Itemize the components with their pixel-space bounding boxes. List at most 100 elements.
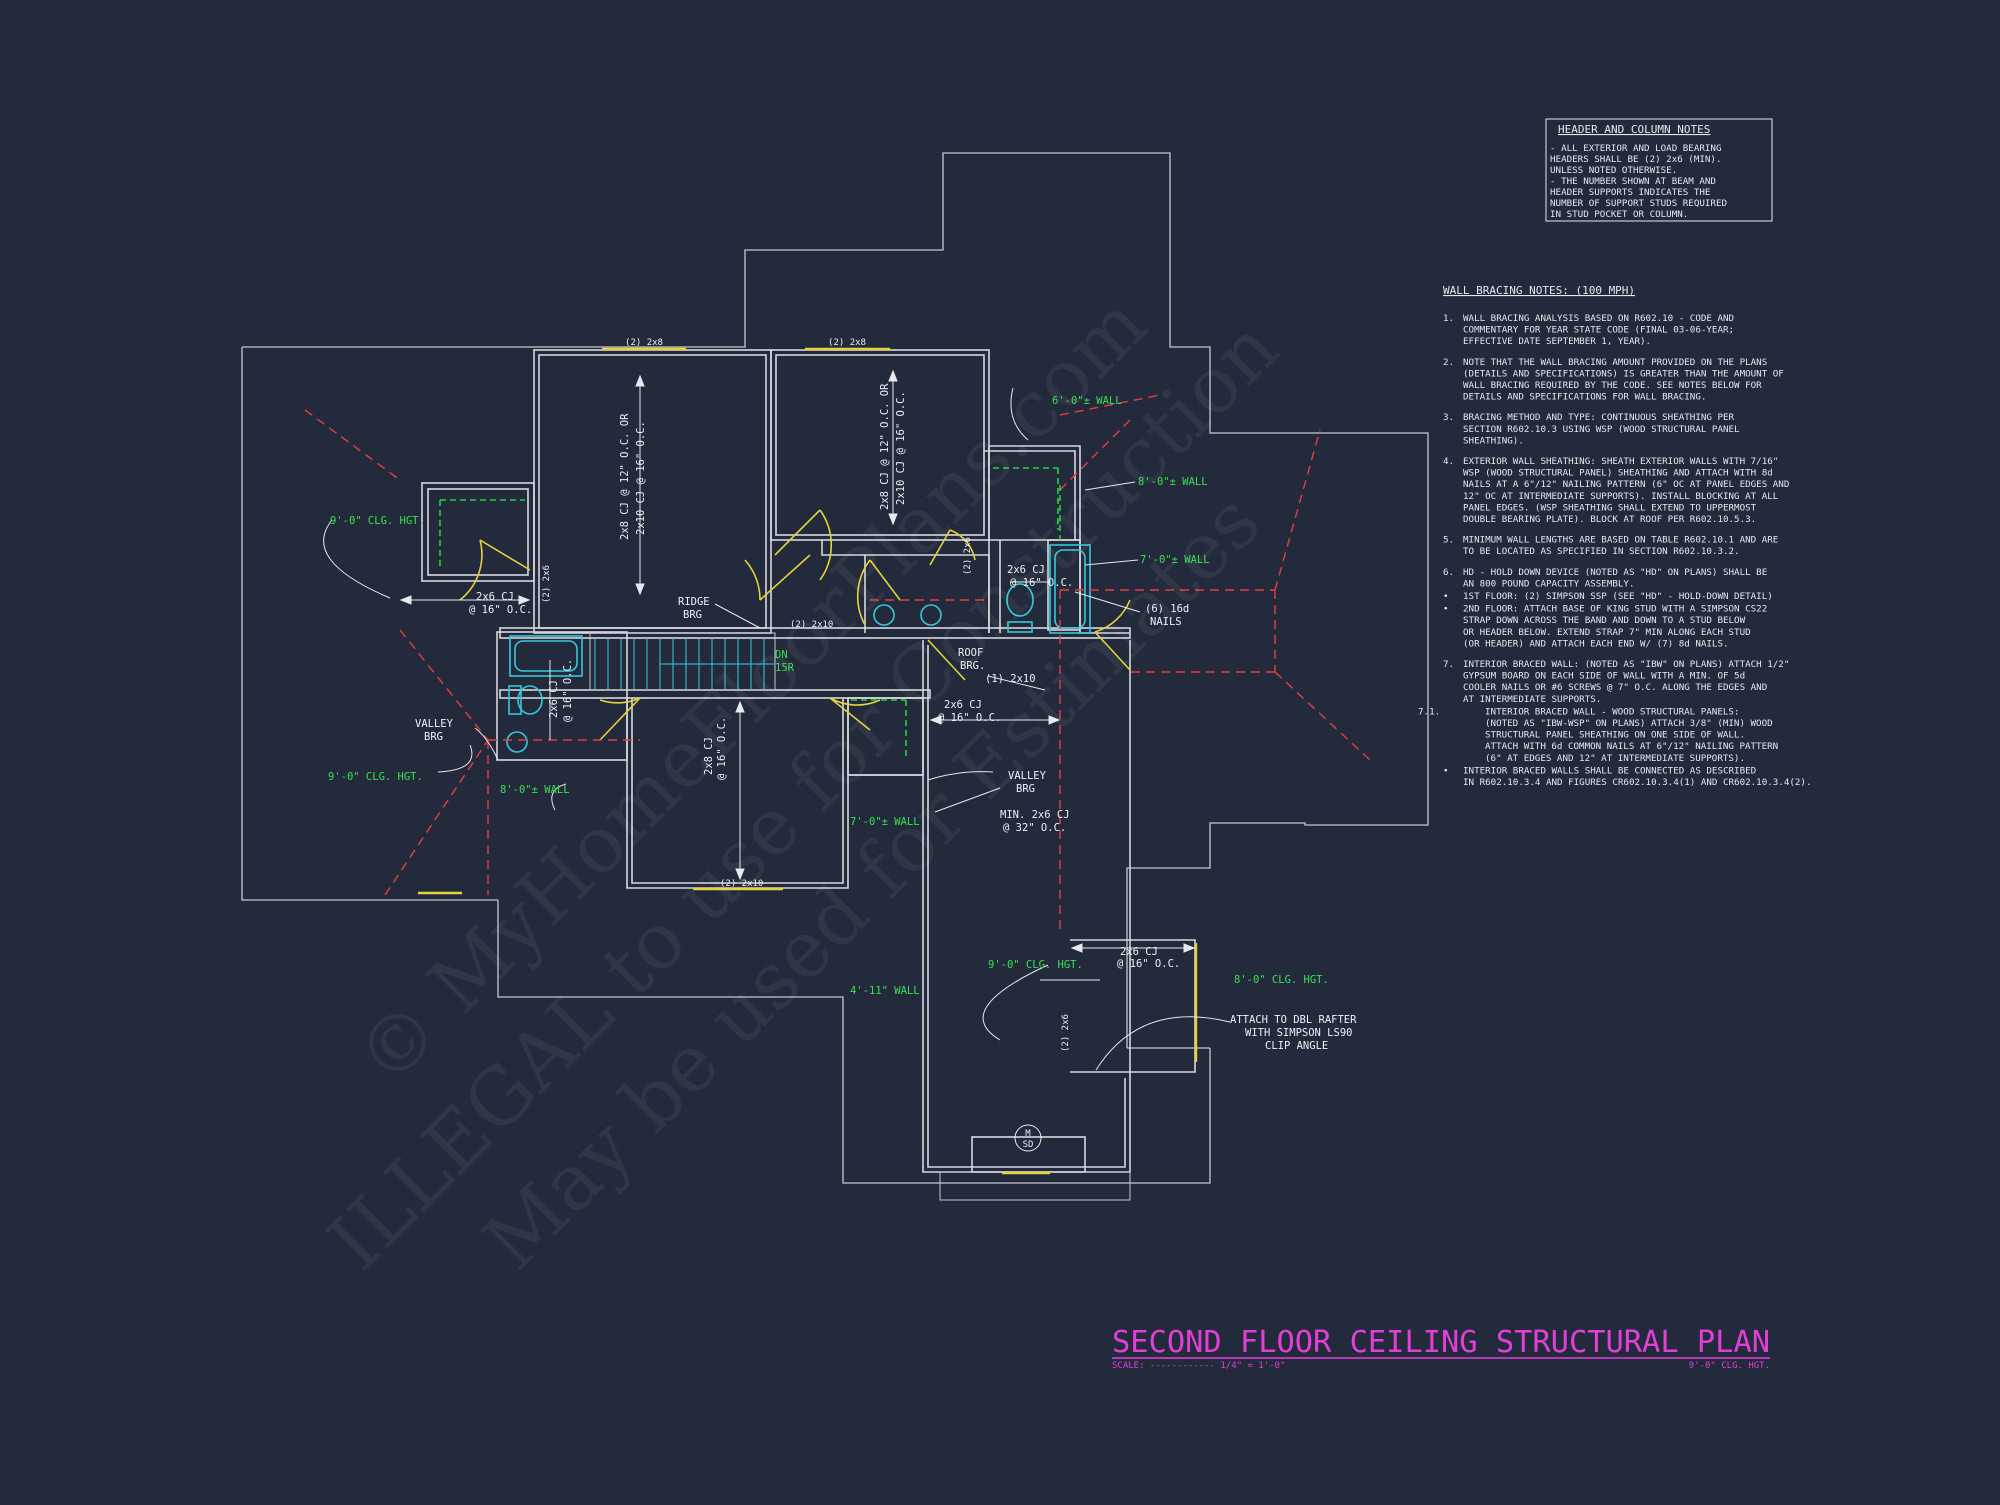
beam-2-2x6-c: (2) 2x6 xyxy=(1061,1014,1071,1052)
joist-2x8-lower-bed-2: @ 16" O.C. xyxy=(716,717,728,780)
bracing-note-line: STRUCTURAL PANEL SHEATHING ON ONE SIDE O… xyxy=(1485,730,1745,741)
header-label-a: (2) 2x8 xyxy=(625,338,663,348)
wall-4ft-label: 4'-11" WALL xyxy=(850,985,920,997)
joist-2x6-left-bath: 2x6 CJ xyxy=(548,680,560,718)
bracing-note-number: • xyxy=(1443,604,1449,615)
fixtures xyxy=(506,544,1091,753)
bracing-note-line: AN 800 POUND CAPACITY ASSEMBLY. xyxy=(1463,578,1634,589)
header-label-b: (2) 2x8 xyxy=(828,338,866,348)
roof-outline xyxy=(241,152,1429,1184)
bracing-note-line: HD - HOLD DOWN DEVICE (NOTED AS "HD" ON … xyxy=(1463,567,1767,578)
bracing-note-line: (6" AT EDGES AND 12" AT INTERMEDIATE SUP… xyxy=(1485,753,1745,764)
ceiling-height-lower-left: 9'-0" CLG. HGT. xyxy=(328,771,423,783)
roof-bearing-label: ROOF xyxy=(958,647,983,659)
joist-2x6-bath-right-2: @ 16" O.C. xyxy=(1010,577,1073,589)
ridge-lines xyxy=(304,394,1371,930)
valley-bearing-label-left-2: BRG xyxy=(424,731,443,743)
bracing-note-number: 6. xyxy=(1443,567,1454,578)
bracing-note-number: • xyxy=(1443,765,1449,776)
bracing-note-line: ATTACH WITH 6d COMMON NAILS AT 6"/12" NA… xyxy=(1485,741,1778,752)
bracing-note-line: IN R602.10.3.4 AND FIGURES CR602.10.3.4(… xyxy=(1463,777,1811,788)
header-note-line: UNLESS NOTED OTHERWISE. xyxy=(1550,165,1677,176)
joist-2x6-closet-2: @ 16" O.C. xyxy=(469,604,532,616)
ceiling-height-bath: 8'-0" CLG. HGT. xyxy=(1234,974,1329,986)
plan-title: SECOND FLOOR CEILING STRUCTURAL PLAN xyxy=(1112,1325,1770,1360)
nails-label: (6) 16d xyxy=(1145,603,1189,615)
stair-down-label: DN xyxy=(775,649,788,661)
joist-span-arrows xyxy=(399,369,1196,953)
bracing-note-line: NOTE THAT THE WALL BRACING AMOUNT PROVID… xyxy=(1463,357,1767,368)
stair-treads xyxy=(594,638,775,690)
plan-labels: (2) 2x8 (2) 2x8 2x8 CJ @ 12" O.C. OR 2x1… xyxy=(328,338,1357,1152)
nails-label-2: NAILS xyxy=(1150,616,1182,628)
valley-bearing-label-right: VALLEY xyxy=(1008,770,1047,782)
bracing-note-number: 7. xyxy=(1443,659,1454,670)
bracing-note-line: (OR HEADER) AND ATTACH EACH END W/ (7) 8… xyxy=(1463,638,1729,649)
bracing-note-line: (DETAILS AND SPECIFICATIONS) IS GREATER … xyxy=(1463,368,1784,379)
attach-note: ATTACH TO DBL RAFTER xyxy=(1230,1014,1357,1026)
smoke-detector-icon xyxy=(1014,1124,1042,1152)
bracing-note-line: AT INTERMEDIATE SUPPORTS. xyxy=(1463,694,1601,705)
smoke-detector-label-2: SD xyxy=(1023,1140,1034,1150)
wall-7ft-label-b: 7'-0"± WALL xyxy=(850,816,920,828)
bracing-note-line: GYPSUM BOARD ON EACH SIDE OF WALL WITH A… xyxy=(1463,671,1745,682)
bracing-note-line: COOLER NAILS OR #6 SCREWS @ 7" O.C. ALON… xyxy=(1463,682,1767,693)
joist-2x6-hall: 2x6 CJ xyxy=(944,699,982,711)
joist-2x6-bath-right: 2x6 CJ xyxy=(1007,564,1045,576)
bracing-note-line: DOUBLE BEARING PLATE). BLOCK AT ROOF PER… xyxy=(1463,514,1756,525)
bracing-note-line: EFFECTIVE DATE SEPTEMBER 1, YEAR). xyxy=(1463,336,1651,347)
header-note-line: NUMBER OF SUPPORT STUDS REQUIRED xyxy=(1550,198,1727,209)
ceiling-height-master: 9'-0" CLG. HGT. xyxy=(988,959,1083,971)
bracing-note-line: INTERIOR BRACED WALL: (NOTED AS "IBW" ON… xyxy=(1463,659,1789,670)
joist-label-bed-a: 2x8 CJ @ 12" O.C. OR xyxy=(619,413,631,540)
joist-2x6-left-bath-2: @ 16" O.C. xyxy=(562,659,574,722)
bracing-note-line: (NOTED AS "IBW-WSP" ON PLANS) ATTACH 3/8… xyxy=(1485,718,1773,729)
bracing-notes-heading: WALL BRACING NOTES: (100 MPH) xyxy=(1443,284,1635,297)
bracing-note-number: 5. xyxy=(1443,535,1454,546)
header-note-line: HEADERS SHALL BE (2) 2x6 (MIN). xyxy=(1550,154,1721,165)
min-joist-label: MIN. 2x6 CJ xyxy=(1000,809,1070,821)
header-note-line: - ALL EXTERIOR AND LOAD BEARING xyxy=(1550,143,1721,154)
bracing-note-line: BRACING METHOD AND TYPE: CONTINUOUS SHEA… xyxy=(1463,412,1735,423)
bracing-note-number: 2. xyxy=(1443,357,1454,368)
bracing-note-line: SECTION R602.10.3 USING WSP (WOOD STRUCT… xyxy=(1463,424,1740,435)
watermark: © MyHomeFloorPlans.com ILLEGAL to use fo… xyxy=(312,279,1296,1287)
wall-8ft-label-b: 8'-0"± WALL xyxy=(500,784,570,796)
bracing-note-line: INTERIOR BRACED WALL - WOOD STRUCTURAL P… xyxy=(1485,706,1739,717)
ridge-bearing-label: RIDGE xyxy=(678,596,710,608)
joist-label-bed-b: 2x8 CJ @ 12" O.C. OR xyxy=(879,383,891,510)
header-note-line: HEADER SUPPORTS INDICATES THE xyxy=(1550,187,1710,198)
ridge-bearing-label-2: BRG xyxy=(683,609,702,621)
bracing-note-line: 12" OC AT INTERMEDIATE SUPPORTS). INSTAL… xyxy=(1463,491,1779,502)
bracing-note-line: MINIMUM WALL LENGTHS ARE BASED ON TABLE … xyxy=(1463,535,1778,546)
beam-2-2x6-a: (2) 2x6 xyxy=(542,565,552,603)
bracing-note-number: 7.1. xyxy=(1418,706,1440,717)
bracing-note-line: SHEATHING). xyxy=(1463,435,1524,446)
valley-bearing-label-left: VALLEY xyxy=(415,718,454,730)
bracing-note-line: NAILS AT A 6"/12" NAILING PATTERN (6" OC… xyxy=(1463,479,1789,490)
bracing-note-line: PANEL EDGES. (WSP SHEATHING SHALL EXTEND… xyxy=(1463,502,1757,513)
header-note-line: IN STUD POCKET OR COLUMN. xyxy=(1550,209,1688,220)
watermark-line-2: ILLEGAL to use for Construction xyxy=(312,303,1296,1287)
plan-scale: SCALE: ------------ 1/4" = 1'-0" xyxy=(1112,1361,1285,1371)
wall-8ft-label-a: 8'-0"± WALL xyxy=(1138,476,1208,488)
smoke-detector-label: M xyxy=(1025,1129,1031,1139)
joist-label-bed-b2: 2x10 CJ @ 16" O.C. xyxy=(895,391,907,505)
walls xyxy=(421,349,1196,1201)
attach-note-3: CLIP ANGLE xyxy=(1265,1040,1328,1052)
bracing-note-line: COMMENTARY FOR YEAR STATE CODE (FINAL 03… xyxy=(1463,325,1734,336)
door-swings xyxy=(459,509,1131,741)
joist-2x6-master-bath: 2x6 CJ xyxy=(1120,946,1158,958)
wall-6ft-label: 6'-0"± WALL xyxy=(1052,395,1122,407)
joist-label-bed-a2: 2x10 CJ @ 16" O.C. xyxy=(635,421,647,535)
joist-2x6-closet: 2x6 CJ xyxy=(476,591,514,603)
attach-note-2: WITH SIMPSON LS90 xyxy=(1245,1027,1352,1039)
bracing-note-number: 4. xyxy=(1443,456,1454,467)
valley-bearing-label-right-2: BRG xyxy=(1016,783,1035,795)
beam-2-2x10-bottom: (2) 2x10 xyxy=(720,879,763,889)
joist-2x6-master-bath-2: @ 16" O.C. xyxy=(1117,958,1180,970)
joist-2x6-hall-2: @ 16" O.C. xyxy=(938,712,1001,724)
